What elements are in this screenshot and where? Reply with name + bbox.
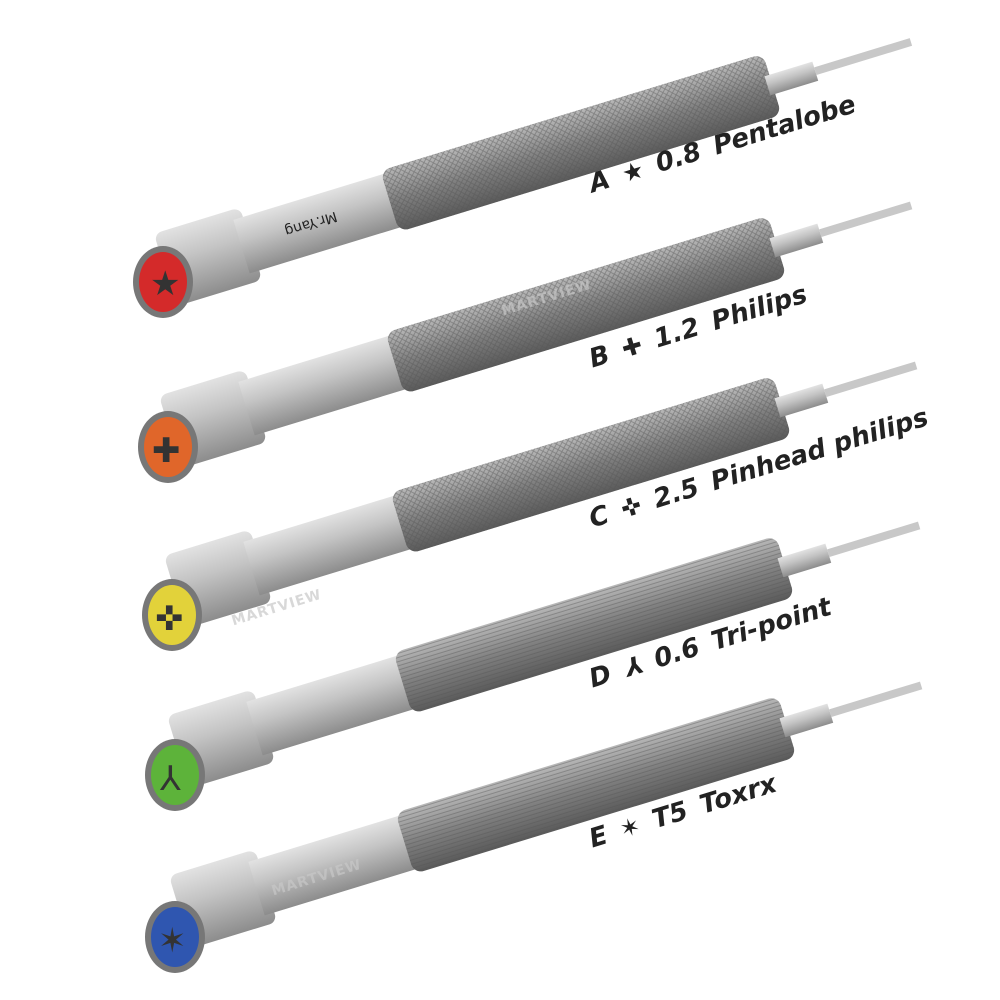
svg-text:✜: ✜ <box>155 599 184 639</box>
pinhead-philips-icon: ✜ <box>617 491 645 524</box>
torx-icon: ✶ <box>616 811 644 845</box>
philips-icon: ✚ <box>618 330 646 364</box>
tri-point-icon: ⅄ <box>619 650 646 683</box>
pentalobe-icon: ★ <box>618 155 648 189</box>
svg-text:⅄: ⅄ <box>159 759 181 799</box>
svg-text:✶: ✶ <box>158 921 187 961</box>
svg-text:✚: ✚ <box>152 431 181 471</box>
svg-text:★: ★ <box>150 264 180 304</box>
